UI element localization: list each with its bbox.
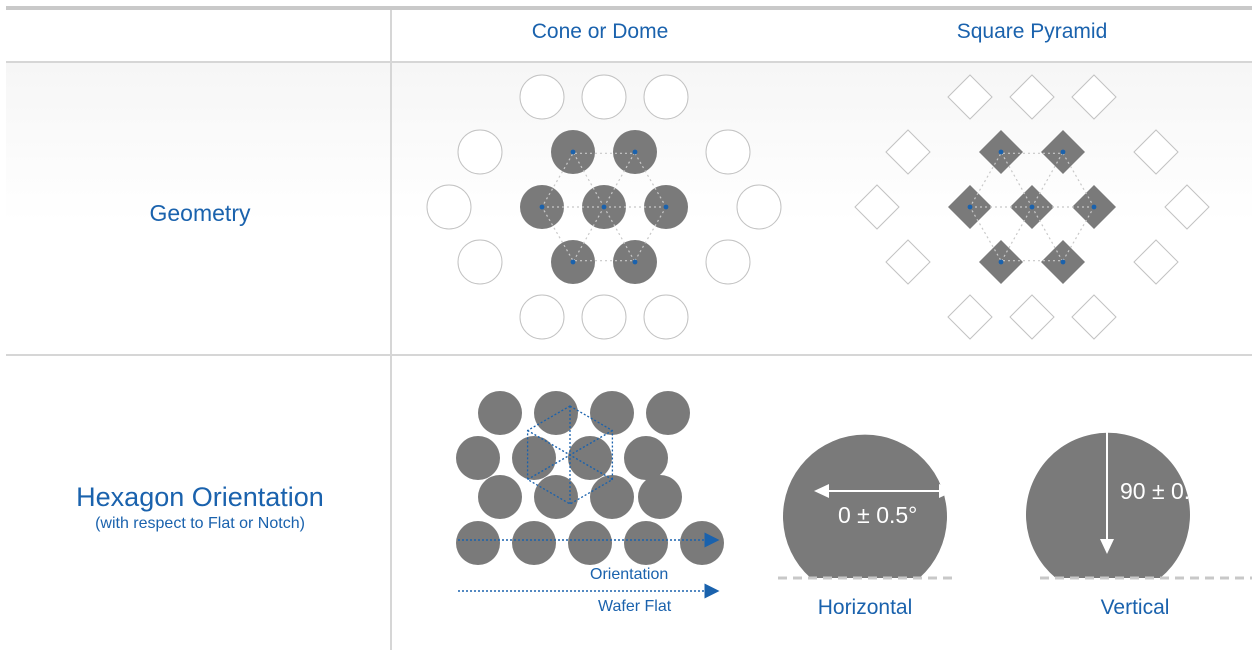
hex-array-circle: [568, 436, 612, 480]
cone-center-dot: [601, 204, 607, 210]
pyramid-center-dot: [1029, 204, 1035, 210]
wafer-diagrams: [778, 416, 1252, 580]
square-pyramid-diagram: [854, 74, 1210, 340]
cone-spoke-line: [603, 206, 636, 263]
pyramid-outline-diamond: [1164, 184, 1210, 230]
hex-array-circle: [568, 521, 612, 565]
horizontal-arrowhead-left: [814, 484, 829, 498]
cone-dome-diagram: [426, 74, 782, 340]
row-header-geometry: Geometry: [149, 200, 251, 226]
geometry-row-divider: [6, 354, 1252, 356]
cone-spoke-line: [572, 151, 605, 208]
header-row-divider: [6, 61, 1252, 63]
horizontal-caption: Horizontal: [817, 596, 913, 619]
pyramid-spoke-line: [1031, 206, 1064, 263]
pyramid-outline-diamond: [1009, 74, 1055, 120]
pyramid-outline-diamond: [1071, 74, 1117, 120]
horizontal-angle-label: 0 ± 0.5°: [838, 502, 918, 528]
pyramid-center-dot: [967, 204, 973, 210]
hex-array-circle: [624, 436, 668, 480]
row-header-hexagon-subtitle: (with respect to Flat or Notch): [95, 515, 305, 532]
cone-outline-circle: [519, 294, 565, 340]
hex-array-circle: [590, 475, 634, 519]
pyramid-outline-diamond: [1071, 294, 1117, 340]
pyramid-outline-diamond: [947, 74, 993, 120]
pyramid-outline-diamond: [1133, 239, 1179, 285]
pyramid-outline-diamond: [885, 129, 931, 175]
cone-outline-circle: [643, 74, 689, 120]
hex-array-circle: [478, 475, 522, 519]
hex-array-circle: [534, 475, 578, 519]
pyramid-center-dot: [998, 259, 1004, 265]
cone-outline-circle: [519, 74, 565, 120]
label-column-divider: [390, 10, 392, 650]
hex-array-circle: [638, 475, 682, 519]
cone-spoke-line: [603, 151, 636, 208]
pyramid-center-dot: [1060, 149, 1066, 155]
hex-array-circle: [624, 521, 668, 565]
wafer-flat-arrow-label: Wafer Flat: [598, 598, 672, 615]
hex-array-circle: [534, 391, 578, 435]
column-header-pyramid: Square Pyramid: [956, 20, 1108, 43]
cone-center-dot: [539, 204, 545, 210]
hex-diagonal-line: [527, 429, 613, 481]
pyramid-spoke-line: [1000, 151, 1033, 208]
column-header-cone: Cone or Dome: [531, 20, 669, 43]
cone-outline-circle: [457, 239, 503, 285]
hex-array-circle: [512, 521, 556, 565]
pyramid-center-dot: [1060, 259, 1066, 265]
cone-center-dot: [632, 259, 638, 265]
cone-outline-circle: [426, 184, 472, 230]
pyramid-outline-diamond: [1133, 129, 1179, 175]
cone-outline-circle: [581, 294, 627, 340]
pyramid-outline-diamond: [854, 184, 900, 230]
vertical-angle-label: 90 ± 0.5°: [1120, 478, 1213, 504]
pyramid-outline-diamond: [1009, 294, 1055, 340]
cone-center-dot: [570, 259, 576, 265]
horizontal-wafer: [783, 434, 947, 578]
cone-center-dot: [632, 149, 638, 155]
cone-outline-circle: [643, 294, 689, 340]
hex-array-circle: [456, 436, 500, 480]
pyramid-spoke-line: [1031, 151, 1064, 208]
hex-array-circle: [680, 521, 724, 565]
hexagon-orientation-diagram: [456, 391, 724, 599]
pyramid-center-dot: [1091, 204, 1097, 210]
vertical-arrowhead-bottom: [1100, 539, 1114, 554]
cone-outline-circle: [457, 129, 503, 175]
cone-outline-circle: [581, 74, 627, 120]
pyramid-outline-diamond: [885, 239, 931, 285]
hex-array-circle: [478, 391, 522, 435]
cone-spoke-line: [572, 206, 605, 263]
hex-array-circle: [646, 391, 690, 435]
hex-array-circle: [590, 391, 634, 435]
cone-outline-circle: [736, 184, 782, 230]
cone-outline-circle: [705, 129, 751, 175]
row-header-hexagon-orientation: Hexagon Orientation: [76, 482, 324, 512]
cone-center-dot: [570, 149, 576, 155]
cone-center-dot: [663, 204, 669, 210]
table-top-rule: [6, 6, 1252, 10]
cone-outline-circle: [705, 239, 751, 285]
pyramid-outline-diamond: [947, 294, 993, 340]
vertical-arrowhead-top: [1100, 416, 1114, 431]
orientation-arrow-label: Orientation: [590, 566, 669, 583]
pyramid-spoke-line: [1000, 206, 1033, 263]
vertical-caption: Vertical: [1100, 596, 1170, 619]
horizontal-arrowhead-right: [939, 484, 954, 498]
pyramid-center-dot: [998, 149, 1004, 155]
hex-array-circle: [456, 521, 500, 565]
